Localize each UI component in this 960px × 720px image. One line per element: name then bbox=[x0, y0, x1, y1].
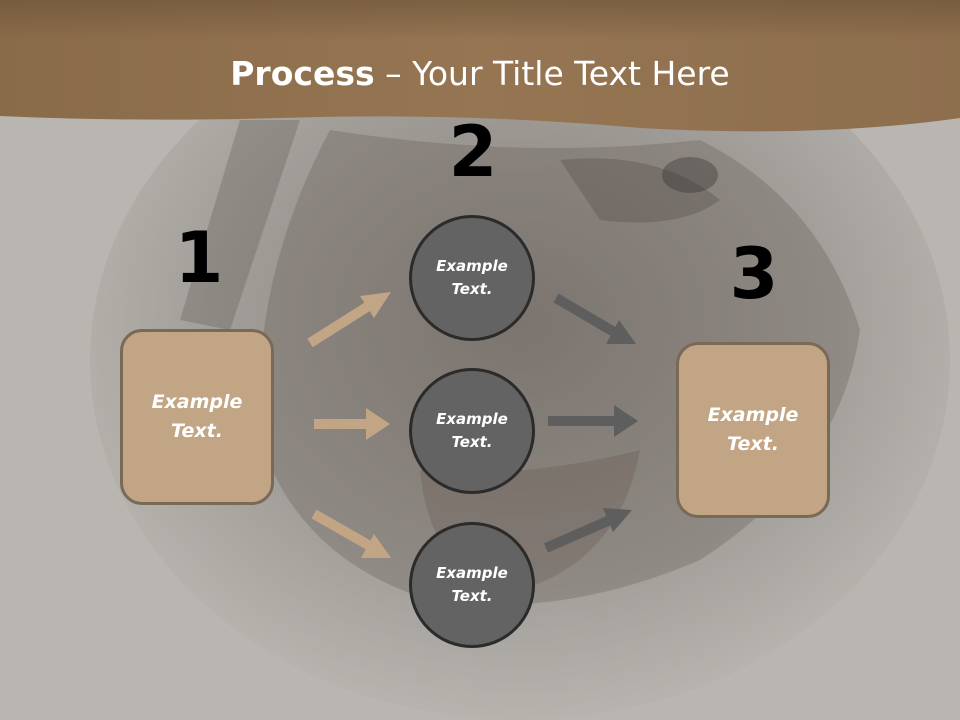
step-1-text: Example Text. bbox=[151, 391, 243, 442]
arrow-to-circle-middle bbox=[314, 408, 390, 440]
slide-title: Process – Your Title Text Here bbox=[0, 52, 960, 96]
step-2-circle-middle: Example Text. bbox=[409, 368, 535, 494]
step-number-2: 2 bbox=[448, 111, 498, 193]
arrow-from-circle-middle bbox=[548, 405, 638, 437]
step-3-text: Example Text. bbox=[707, 404, 799, 455]
step-number-1: 1 bbox=[174, 217, 224, 299]
arrow-from-circle-bottom bbox=[543, 508, 632, 553]
step-2-circle-bottom: Example Text. bbox=[409, 522, 535, 648]
arrow-from-circle-top bbox=[553, 293, 636, 344]
step-1-box: Example Text. bbox=[120, 329, 274, 505]
circle-bottom-text: Example Text. bbox=[436, 564, 508, 605]
step-number-3: 3 bbox=[729, 233, 779, 315]
title-bold: Process bbox=[230, 54, 375, 93]
circle-middle-text: Example Text. bbox=[436, 410, 508, 451]
arrow-to-circle-top bbox=[307, 292, 391, 348]
step-3-box: Example Text. bbox=[676, 342, 830, 518]
circle-top-text: Example Text. bbox=[436, 257, 508, 298]
title-rest: – Your Title Text Here bbox=[374, 54, 730, 93]
step-2-circle-top: Example Text. bbox=[409, 215, 535, 341]
arrow-to-circle-bottom bbox=[311, 509, 391, 558]
